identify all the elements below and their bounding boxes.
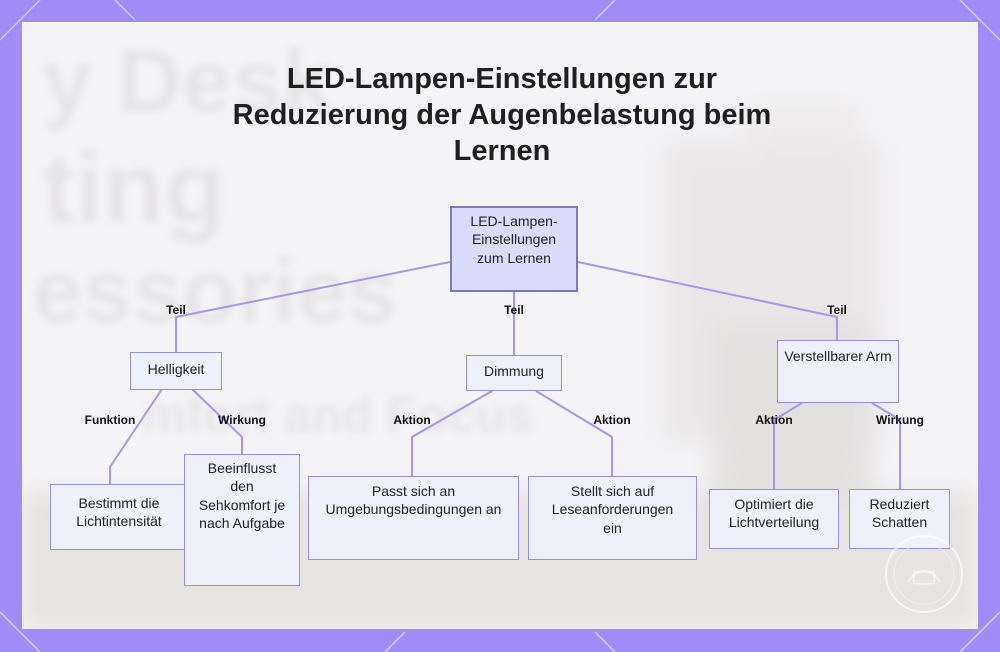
node-arm: Verstellbarer Arm xyxy=(777,340,899,403)
connector-dimming-action-2 xyxy=(536,391,612,476)
connector-brightness-function xyxy=(110,389,162,484)
connector-root-arm xyxy=(578,262,837,340)
edge-label-part-3: Teil xyxy=(827,303,847,317)
diagram-card: y Desk ting essories mfort and Focus LED… xyxy=(22,22,978,629)
node-brightness-effect: Beeinflusst den Sehkomfort je nach Aufga… xyxy=(184,454,300,586)
node-root: LED-Lampen-Einstellungen zum Lernen xyxy=(450,206,578,292)
node-arm-action: Optimiert die Lichtverteilung xyxy=(709,489,839,549)
node-brightness: Helligkeit xyxy=(130,352,222,390)
edge-label-action-1: Aktion xyxy=(393,413,430,427)
edge-label-part-1: Teil xyxy=(166,303,186,317)
connector-dimming-action-1 xyxy=(412,391,492,476)
node-brightness-function: Bestimmt die Lichtintensität xyxy=(50,484,188,550)
edge-label-part-2: Teil xyxy=(504,303,524,317)
edge-label-effect-1: Wirkung xyxy=(218,413,266,427)
edge-label-action-3: Aktion xyxy=(755,413,792,427)
connector-root-brightness xyxy=(176,262,450,352)
node-dimming-action-2: Stellt sich auf Leseanforderungen ein xyxy=(528,476,697,560)
watermark-seal-icon xyxy=(882,532,966,616)
edge-label-effect-2: Wirkung xyxy=(876,413,924,427)
node-dimming-action-1: Passt sich an Umgebungsbedingungen an xyxy=(308,476,519,560)
node-dimming: Dimmung xyxy=(466,355,562,391)
edge-label-action-2: Aktion xyxy=(593,413,630,427)
edge-label-function: Funktion xyxy=(85,413,136,427)
